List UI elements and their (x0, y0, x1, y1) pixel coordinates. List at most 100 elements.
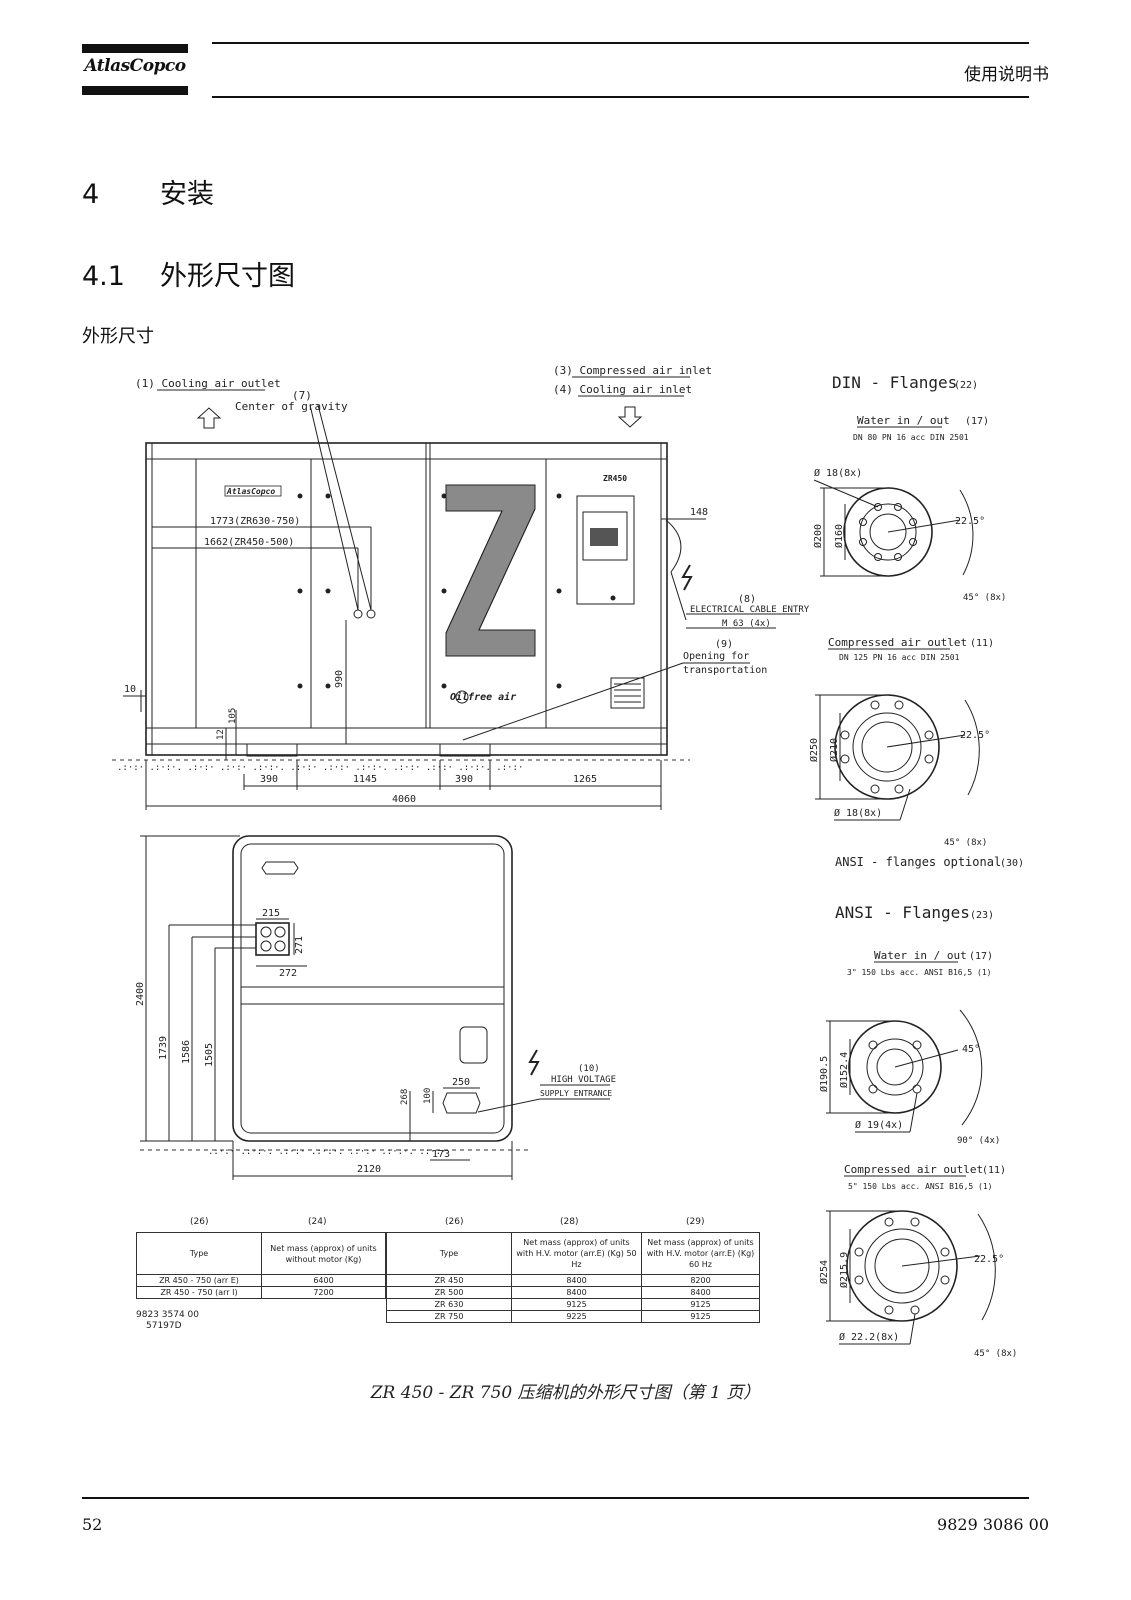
label-hv-num: (10) (578, 1064, 600, 1074)
section-title: 安装 (160, 179, 214, 210)
table-row: ZR 450 - 750 (arr I) 7200 (136, 1286, 386, 1299)
subheading: 外形尺寸 (82, 326, 154, 347)
dim-1586: 1586 (181, 1040, 192, 1064)
label-hv-1: HIGH VOLTAGE (551, 1075, 616, 1085)
front-view: (1) Cooling air outlet (7) Center of gra… (112, 364, 810, 810)
unit-brand: AtlasCopco (226, 487, 275, 496)
ansi-title: ANSI - Flanges (835, 903, 970, 922)
dim-100: 100 (423, 1088, 433, 1104)
ansi-w-angle: 45° (962, 1044, 980, 1055)
lightning-icon (681, 564, 693, 591)
din-w-d200: Ø200 (812, 524, 824, 548)
label-cooling-air-outlet: (1) Cooling air outlet (135, 377, 281, 390)
drawing-revision: 57197D (146, 1321, 182, 1331)
dim-390a: 390 (260, 774, 278, 785)
din-c-d210: Ø210 (828, 738, 840, 762)
top-view: (10) HIGH VOLTAGE SUPPLY ENTRANCE 215 27… (135, 835, 616, 1180)
label-center-of-gravity: Center of gravity (235, 400, 348, 413)
din-c-holes: Ø 18(8x) (834, 807, 882, 819)
din-w-angle: 22.5° (955, 516, 985, 527)
colnum-5: (29) (686, 1217, 705, 1227)
din-comp-spec: DN 125 PN 16 acc DIN 2501 (839, 653, 960, 662)
unit-model: ZR450 (603, 474, 627, 483)
ansi-optional: ANSI - flanges optional (835, 855, 1001, 869)
ansi-c-angle2: 45° (8x) (974, 1349, 1017, 1359)
dim-1145: 1145 (353, 774, 377, 785)
ansi-w-angle2: 90° (4x) (957, 1136, 1000, 1146)
logo-bar-top (82, 44, 188, 53)
page-number: 52 (82, 1515, 103, 1534)
mass-table-with-motor: Type Net mass (approx) of units with H.V… (386, 1232, 760, 1323)
subsection-title: 外形尺寸图 (160, 261, 295, 292)
dim-271: 271 (294, 936, 305, 954)
doc-type: 使用说明书 (964, 65, 1049, 85)
outlet-arrow-icon (196, 407, 222, 429)
din-water-num: (17) (965, 416, 989, 427)
label-cable-entry: ELECTRICAL CABLE ENTRY (690, 605, 810, 615)
din-num: (22) (954, 380, 978, 391)
din-water: Water in / out (857, 414, 950, 427)
label-cable-size: M 63 (4x) (722, 619, 771, 629)
ansi-water-num: (17) (969, 951, 993, 962)
din-water-spec: DN 80 PN 16 acc DIN 2501 (853, 433, 969, 442)
th-type: Type (136, 1232, 262, 1275)
th-mass-60hz: Net mass (approx) of units with H.V. mot… (641, 1232, 760, 1275)
dim-990: 990 (334, 670, 345, 688)
subsection-number: 4.1 (82, 261, 125, 292)
logo-bar-bottom (82, 86, 188, 95)
ansi-w-holes: Ø 19(4x) (855, 1119, 903, 1131)
din-c-angle: 22.5° (960, 730, 990, 741)
dim-1505: 1505 (204, 1043, 215, 1067)
dim-268: 268 (400, 1089, 410, 1105)
header-rule-top (212, 42, 1029, 44)
colnum-3: (26) (445, 1217, 464, 1227)
colnum-2: (24) (308, 1217, 327, 1227)
ansi-water-spec: 3" 150 Lbs acc. ANSI B16,5 (1) (847, 968, 992, 977)
brand-logo: AtlasCopco (84, 56, 186, 76)
label-transportation: transportation (683, 665, 767, 676)
ground-hatch-2: .:·:· .:·:·. .:·:· .:·:·. .:·:· .:·:·. .… (208, 1147, 446, 1157)
label-hv-2: SUPPLY ENTRANCE (540, 1089, 612, 1098)
footer-rule (82, 1497, 1029, 1499)
dim-148: 148 (690, 507, 708, 518)
din-comp-num: (11) (970, 638, 994, 649)
dim-215: 215 (262, 908, 280, 919)
table-row: ZR 450 - 750 (arr E) 6400 (136, 1274, 386, 1287)
hv-lightning-icon (528, 1049, 540, 1076)
ansi-comp: Compressed air outlet (844, 1163, 983, 1176)
ansi-water: Water in / out (874, 949, 967, 962)
dim-390b: 390 (455, 774, 473, 785)
label-cable-num: (8) (738, 594, 756, 605)
doc-number: 9829 3086 00 (937, 1515, 1049, 1534)
ground-hatch: .:·:· .:·:·. .:·:· .:·:· .:·:·. .:·:· .:… (117, 763, 523, 773)
mass-table-without-motor: Type Net mass (approx) of units without … (136, 1232, 386, 1299)
colnum-1: (26) (190, 1217, 209, 1227)
ansi-c-d215: Ø215.9 (838, 1252, 850, 1288)
colnum-4: (28) (560, 1217, 579, 1227)
dim-1739: 1739 (158, 1036, 169, 1060)
inlet-arrow-icon (617, 406, 643, 428)
din-c-angle2: 45° (8x) (944, 838, 987, 848)
ansi-c-d254: Ø254 (818, 1260, 830, 1284)
label-cooling-air-inlet: (4) Cooling air inlet (553, 383, 692, 396)
oilfree-logo: Oilfree air (450, 691, 516, 703)
din-w-holes: Ø 18(8x) (814, 467, 862, 479)
din-w-d160: Ø160 (833, 524, 845, 548)
ansi-comp-num: (11) (982, 1165, 1006, 1176)
din-comp: Compressed air outlet (828, 636, 967, 649)
dim-105: 105 (228, 708, 238, 724)
dim-10: 10 (124, 684, 136, 695)
ansi-num: (23) (970, 910, 994, 921)
dim-250: 250 (452, 1077, 470, 1088)
subsection-heading: 4.1 外形尺寸图 (82, 254, 295, 293)
din-title: DIN - Flanges (832, 373, 957, 392)
flanges: DIN - Flanges (22) Water in / out (17) D… (808, 373, 1024, 1359)
dim-4060: 4060 (392, 794, 416, 805)
dim-1265: 1265 (573, 774, 597, 785)
label-compressed-air-inlet: (3) Compressed air inlet (553, 364, 712, 377)
